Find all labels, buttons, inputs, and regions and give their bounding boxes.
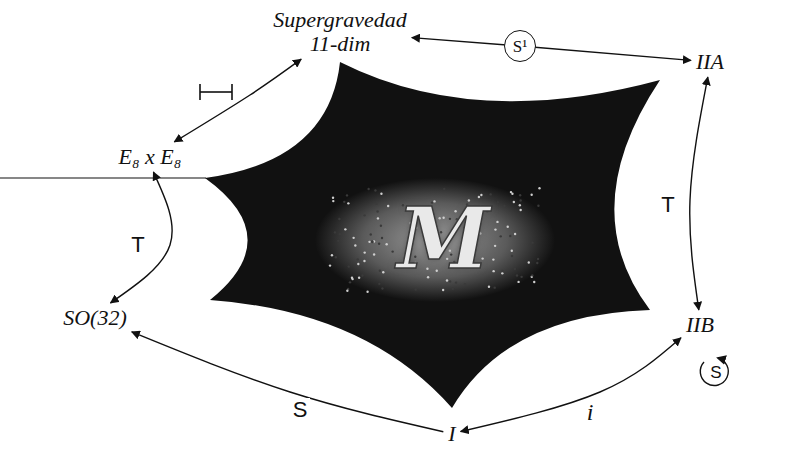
self-duality-arrow	[700, 358, 728, 385]
theory-label: Supergravedad 11-dim	[268, 5, 412, 59]
duality-arrow	[111, 172, 173, 303]
edge-label: S	[290, 398, 311, 422]
edge-label: S¹	[504, 30, 536, 62]
edge-label: i	[584, 399, 597, 425]
theory-label: IIB	[681, 310, 719, 340]
edge-label: T	[658, 193, 677, 217]
symbol-label: S	[709, 364, 722, 381]
node-text: IIB	[686, 313, 714, 337]
texture-patch	[315, 178, 555, 302]
node-text: SO(32)	[63, 306, 127, 330]
node-text: M	[397, 197, 490, 281]
node-text: I	[448, 422, 455, 446]
node-text: IIA	[696, 50, 724, 74]
duality-arrow	[412, 38, 691, 61]
edge-label: T	[128, 233, 147, 257]
star-shape	[205, 62, 660, 408]
node-text: E₈ x E₈	[119, 145, 182, 169]
m-theory-star: M	[205, 62, 660, 408]
duality-arrow	[690, 77, 708, 310]
theory-label: SO(32)	[58, 303, 132, 333]
horizon-line	[0, 177, 206, 178]
duality-arrow	[174, 59, 301, 142]
node-text: Supergravedad 11-dim	[273, 8, 407, 56]
theory-label: E₈ x E₈	[114, 142, 187, 172]
theory-label: I	[443, 419, 460, 449]
interval-symbol	[200, 84, 232, 100]
theory-label: IIA	[691, 47, 729, 77]
texture-speckle	[329, 187, 541, 293]
